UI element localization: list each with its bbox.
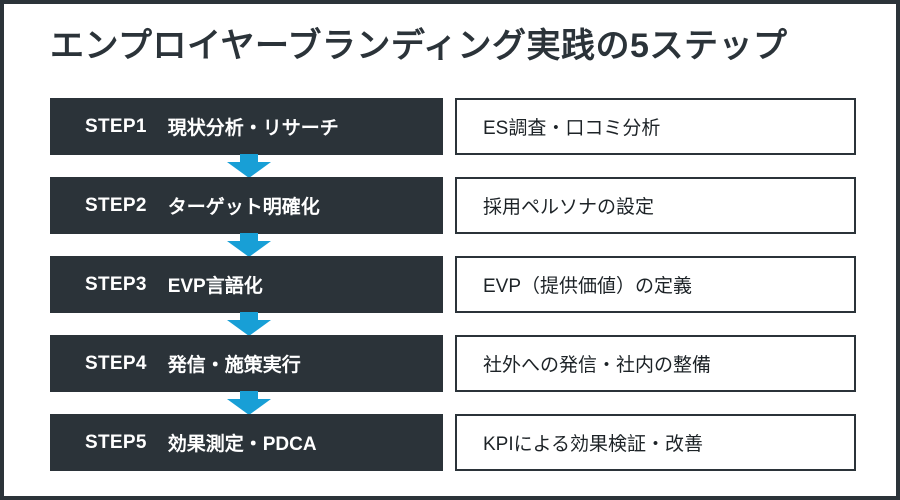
step-box-3[interactable]: STEP3 EVP言語化 xyxy=(50,256,443,313)
step-box-5[interactable]: STEP5 効果測定・PDCA xyxy=(50,414,443,471)
step-title-label: 効果測定・PDCA xyxy=(167,434,317,455)
step-box-2[interactable]: STEP2 ターゲット明確化 xyxy=(50,177,443,234)
step-description-label: ES調査・口コミ分析 xyxy=(483,118,661,139)
step-description-box-2[interactable]: 採用ペルソナの設定 xyxy=(455,177,856,234)
step-description-label: 採用ペルソナの設定 xyxy=(483,197,655,218)
step-description-box-4[interactable]: 社外への発信・社内の整備 xyxy=(455,335,856,392)
step-number-label: STEP1 xyxy=(85,115,147,137)
arrow-down-icon xyxy=(227,154,271,178)
step-description-label: KPIによる効果検証・改善 xyxy=(483,434,704,455)
step-title-label: 現状分析・リサーチ xyxy=(167,118,339,139)
step-row: STEP2 ターゲット明確化 採用ペルソナの設定 xyxy=(50,177,856,257)
step-title-label: EVP言語化 xyxy=(167,276,263,297)
step-title-label: 発信・施策実行 xyxy=(167,355,301,376)
step-description-box-3[interactable]: EVP（提供価値）の定義 xyxy=(455,256,856,313)
step-row: STEP1 現状分析・リサーチ ES調査・口コミ分析 xyxy=(50,98,856,178)
step-number-label: STEP2 xyxy=(85,194,147,216)
step-list: STEP1 現状分析・リサーチ ES調査・口コミ分析 STEP2 ターゲット明確… xyxy=(50,98,856,471)
page-title: エンプロイヤーブランディング実践の5ステップ xyxy=(50,27,788,65)
step-row: STEP5 効果測定・PDCA KPIによる効果検証・改善 xyxy=(50,414,856,471)
step-number-label: STEP5 xyxy=(85,431,147,453)
arrow-down-icon xyxy=(227,312,271,336)
step-row: STEP4 発信・施策実行 社外への発信・社内の整備 xyxy=(50,335,856,415)
step-description-box-1[interactable]: ES調査・口コミ分析 xyxy=(455,98,856,155)
step-number-label: STEP3 xyxy=(85,273,147,295)
step-description-box-5[interactable]: KPIによる効果検証・改善 xyxy=(455,414,856,471)
step-box-4[interactable]: STEP4 発信・施策実行 xyxy=(50,335,443,392)
step-title-label: ターゲット明確化 xyxy=(167,197,320,218)
step-box-1[interactable]: STEP1 現状分析・リサーチ xyxy=(50,98,443,155)
arrow-down-icon xyxy=(227,233,271,257)
step-number-label: STEP4 xyxy=(85,352,147,374)
step-description-label: EVP（提供価値）の定義 xyxy=(483,276,693,297)
step-description-label: 社外への発信・社内の整備 xyxy=(483,355,712,376)
step-row: STEP3 EVP言語化 EVP（提供価値）の定義 xyxy=(50,256,856,336)
arrow-down-icon xyxy=(227,391,271,415)
